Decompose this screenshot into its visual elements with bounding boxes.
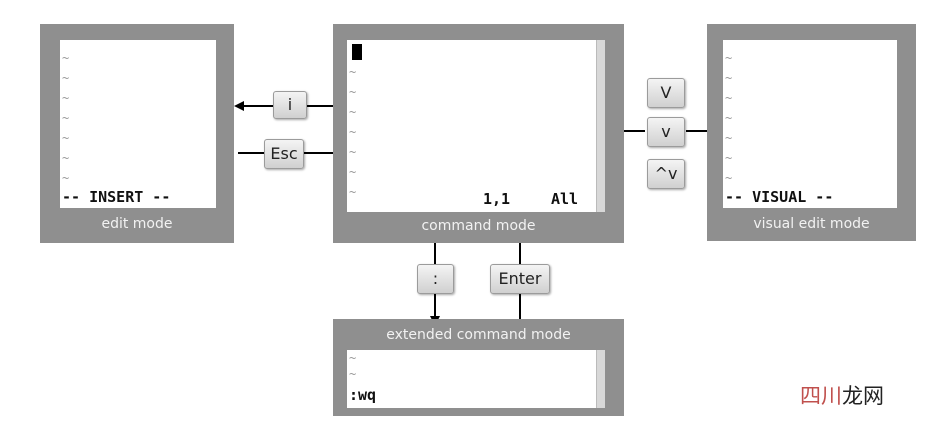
- key-enter: Enter: [490, 264, 550, 294]
- key-i: i: [273, 91, 307, 119]
- visual-mode-screen: ~~~ ~~~ ~ -- VISUAL --: [723, 40, 897, 208]
- command-mode-tildes: ~~~ ~~~ ~: [349, 65, 357, 199]
- extended-mode-caption: extended command mode: [386, 327, 571, 343]
- key-shift-v: V: [647, 78, 685, 108]
- edit-mode-tildes: ~~~ ~~~ ~: [62, 51, 70, 185]
- key-v: v: [647, 117, 685, 147]
- extended-mode-panel: extended command mode ~ ~ :wq: [333, 319, 624, 416]
- command-mode-panel: ~~~ ~~~ ~ 1,1 All command mode: [333, 24, 624, 243]
- visual-status: -- VISUAL --: [725, 188, 834, 206]
- edit-mode-screen: ~~~ ~~~ ~ -- INSERT --: [60, 40, 216, 208]
- file-scope: All: [551, 190, 579, 208]
- watermark-part2: 龙网: [842, 384, 884, 408]
- extended-scrollbar[interactable]: [596, 350, 605, 408]
- edit-mode-caption: edit mode: [101, 216, 173, 232]
- key-ctrl-v: ^v: [647, 159, 685, 189]
- scrollbar[interactable]: [596, 40, 605, 212]
- cursor-position: 1,1: [483, 190, 511, 208]
- key-colon: :: [417, 264, 454, 294]
- watermark-part1: 四川: [800, 384, 842, 408]
- command-mode-caption: command mode: [421, 218, 536, 234]
- visual-mode-panel: ~~~ ~~~ ~ -- VISUAL -- visual edit mode: [707, 24, 916, 241]
- edit-mode-panel: ~~~ ~~~ ~ -- INSERT -- edit mode: [40, 24, 234, 243]
- text-cursor: [352, 44, 362, 60]
- extended-command: :wq: [349, 386, 377, 404]
- extended-mode-screen: ~ ~ :wq: [347, 350, 605, 408]
- insert-status: -- INSERT --: [62, 188, 171, 206]
- watermark: 四川龙网: [800, 380, 884, 410]
- extended-mode-tildes: ~ ~: [349, 351, 357, 381]
- visual-mode-tildes: ~~~ ~~~ ~: [725, 51, 733, 185]
- command-mode-screen: ~~~ ~~~ ~ 1,1 All: [347, 40, 605, 212]
- key-esc: Esc: [264, 139, 304, 169]
- visual-mode-caption: visual edit mode: [753, 216, 870, 232]
